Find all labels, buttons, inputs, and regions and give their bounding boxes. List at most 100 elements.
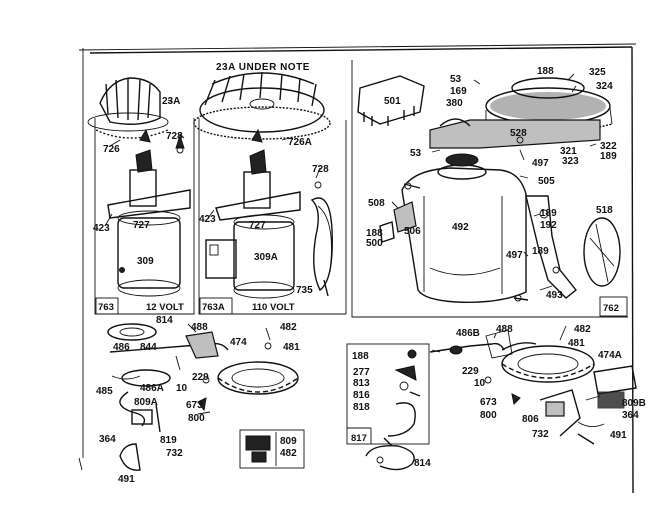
flywheel-fan-left	[87, 77, 169, 139]
label-189c: 189	[532, 246, 549, 257]
label-501: 501	[384, 96, 401, 107]
label-814b: 814	[414, 458, 431, 469]
diagram-frame	[78, 43, 637, 494]
stator-474a	[501, 342, 595, 383]
power-cord-735	[310, 181, 333, 297]
label-673b: 673	[480, 397, 497, 408]
label-488b: 488	[496, 324, 513, 335]
label-364: 364	[99, 434, 116, 445]
label-474a: 474A	[598, 350, 622, 361]
flywheel-726a	[193, 71, 331, 140]
label-800b: 800	[480, 410, 497, 421]
label-189b: 189	[540, 208, 557, 219]
panel-763	[94, 118, 195, 315]
label-673: 673	[186, 400, 203, 411]
panel-id-763: 763	[98, 302, 114, 313]
label-508: 508	[368, 198, 385, 209]
module-809b	[577, 365, 637, 427]
label-809a: 809A	[134, 397, 158, 408]
label-818: 818	[353, 402, 370, 413]
label-309a: 309A	[254, 252, 278, 263]
label-364b: 364	[622, 410, 639, 421]
label-500: 500	[366, 238, 383, 249]
wire-kit-817	[383, 349, 421, 447]
leader-lines	[104, 73, 597, 353]
label-192: 192	[540, 220, 557, 231]
label-816: 816	[353, 390, 370, 401]
label-169: 169	[450, 86, 467, 97]
label-325: 325	[589, 67, 606, 78]
label-735: 735	[296, 285, 313, 296]
label-809: 809	[280, 436, 297, 447]
label-486b: 486B	[456, 328, 480, 339]
rectifier-501	[357, 75, 425, 126]
label-497: 497	[532, 158, 549, 169]
fan-shroud-518	[583, 217, 621, 287]
label-188b: 188	[366, 228, 383, 239]
stator-474	[217, 342, 299, 395]
flywheel-magnet-324	[485, 77, 613, 134]
brush-holder-506	[379, 201, 417, 243]
panel-id-763a: 763A	[202, 302, 225, 313]
label-53b: 53	[410, 148, 422, 159]
panel-817	[346, 343, 430, 445]
label-380: 380	[446, 98, 463, 109]
label-322: 322	[600, 141, 617, 152]
note-text: 23A UNDER NOTE	[216, 62, 310, 73]
label-506: 506	[404, 226, 421, 237]
label-726: 726	[103, 144, 120, 155]
label-492: 492	[452, 222, 469, 233]
terminal-809	[245, 435, 271, 463]
label-813: 813	[353, 378, 370, 389]
small-parts-center	[197, 376, 211, 415]
label-309: 309	[137, 256, 154, 267]
label-728: 728	[166, 131, 183, 142]
label-726a: 726A	[288, 137, 312, 148]
label-423: 423	[93, 223, 110, 234]
panel-763a	[198, 118, 347, 315]
wiring-harness-right	[429, 329, 595, 445]
label-324: 324	[596, 81, 613, 92]
label-481: 481	[283, 342, 300, 353]
alternator-492	[401, 153, 529, 303]
label-188c: 188	[352, 351, 369, 362]
label-486a: 486A	[140, 383, 164, 394]
wire-814	[365, 445, 415, 471]
label-485: 485	[96, 386, 113, 397]
label-10b: 10	[474, 378, 486, 389]
label-481b: 481	[568, 338, 585, 349]
label-491b: 491	[610, 430, 627, 441]
wiring-harness-left	[107, 323, 229, 471]
label-229: 229	[192, 372, 209, 383]
label-423b: 423	[199, 214, 216, 225]
label-732b: 732	[532, 429, 549, 440]
bracket-528	[429, 118, 601, 149]
label-819: 819	[160, 435, 177, 446]
panel-762	[351, 60, 628, 318]
label-732: 732	[166, 448, 183, 459]
label-727: 727	[133, 220, 150, 231]
label-814: 814	[156, 315, 173, 326]
label-486: 486	[113, 342, 130, 353]
panel-809-482	[239, 429, 305, 469]
label-727b: 727	[249, 220, 266, 231]
starter-motor-110v	[205, 128, 301, 299]
panel-voltage-12v: 12 VOLT	[146, 302, 184, 313]
label-488: 488	[191, 322, 208, 333]
label-277: 277	[353, 367, 370, 378]
panel-voltage-110v: 110 VOLT	[252, 302, 295, 313]
label-189: 189	[600, 151, 617, 162]
label-482c: 482	[574, 324, 591, 335]
label-10: 10	[176, 383, 188, 394]
starter-motor-12v	[107, 128, 191, 297]
callout-labels: 23A UNDER NOTE 23A 726 728 726A 728 423 …	[93, 62, 646, 485]
label-482: 482	[280, 322, 297, 333]
label-528: 528	[510, 128, 527, 139]
label-321: 321	[560, 146, 577, 157]
label-493: 493	[546, 290, 563, 301]
panel-id-817: 817	[351, 433, 367, 444]
label-188a: 188	[537, 66, 554, 77]
label-800: 800	[188, 413, 205, 424]
